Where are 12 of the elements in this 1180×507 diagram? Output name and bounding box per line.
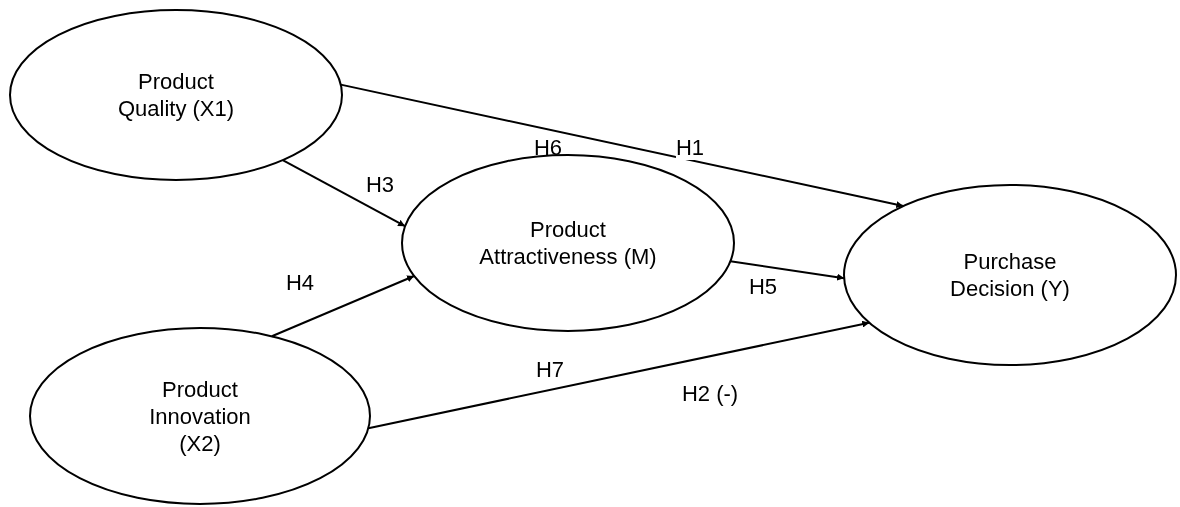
hypothesis-label: H6 — [533, 136, 563, 160]
construct-name: Product Innovation (X2) — [148, 375, 252, 457]
hypothesis-label: H7 — [535, 358, 565, 382]
construct-name: Product Quality (X1) — [116, 68, 236, 122]
construct-name: Product Attractiveness (M) — [478, 216, 658, 270]
edge-label: H2 (-) — [681, 382, 739, 406]
arrow — [729, 260, 846, 281]
arrow — [281, 159, 407, 228]
arrow — [270, 274, 416, 338]
construct-name: Purchase Decision (Y) — [949, 248, 1071, 302]
arrow — [339, 83, 905, 208]
arrow — [367, 320, 871, 430]
